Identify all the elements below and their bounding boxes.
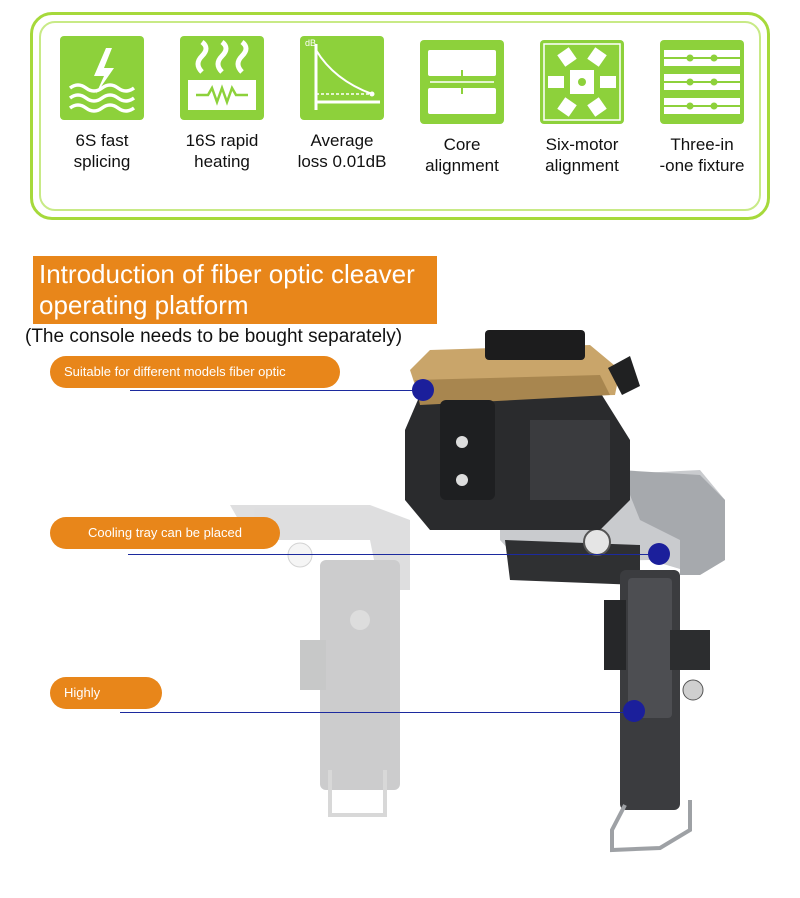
callout-cleaver-compatibility: Suitable for different models fiber opti… (50, 356, 340, 411)
features-panel (30, 12, 770, 220)
callout-marker-dot (412, 379, 434, 401)
core-alignment-icon (420, 40, 504, 124)
loss-curve-icon: dB (300, 36, 384, 120)
feature-rapid-heating: 16S rapid heating (162, 36, 282, 172)
feature-six-motor: Six-motor alignment (522, 40, 642, 176)
lightning-wave-icon (60, 36, 144, 120)
section-title-banner: Introduction of fiber optic cleaver oper… (33, 256, 437, 324)
callout-marker-dot (648, 543, 670, 565)
callout-highly-scalable: Highly scalable (50, 677, 162, 732)
heat-coil-icon (180, 36, 264, 120)
feature-three-in-one-fixture: Three-in -one fixture (642, 40, 762, 176)
ghost-extension-unit (230, 505, 410, 817)
db-icon-label: dB (305, 38, 316, 48)
features-panel-inner-border (39, 21, 761, 211)
feature-core-alignment: Core alignment (402, 40, 522, 176)
feature-label: 16S rapid heating (185, 131, 259, 171)
callout-leader-line (130, 390, 422, 391)
callout-cooling-tray: Cooling tray can be placed (50, 517, 280, 549)
feature-label: Average loss 0.01dB (297, 131, 387, 171)
callout-leader-line (128, 554, 658, 555)
feature-label: 6S fast splicing (73, 131, 131, 171)
feature-label: Six-motor alignment (545, 135, 619, 175)
three-in-one-fixture-icon (660, 40, 744, 124)
callout-marker-dot (623, 700, 645, 722)
feature-average-loss: dB Average loss 0.01dB (282, 36, 402, 172)
feature-label: Three-in -one fixture (659, 135, 745, 175)
feature-fast-splicing: 6S fast splicing (42, 36, 162, 172)
feature-label: Core alignment (425, 135, 499, 175)
section-title: Introduction of fiber optic cleaver oper… (39, 259, 415, 320)
six-motor-icon (540, 40, 624, 124)
section-subtitle: (The console needs to be bought separate… (25, 326, 403, 347)
callout-leader-line (120, 712, 635, 713)
